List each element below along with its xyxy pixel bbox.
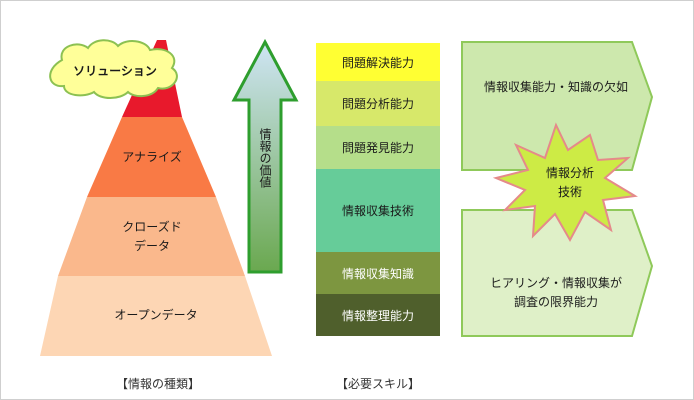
right-pentagon-bottom	[461, 209, 654, 337]
skill-problem-analysis: 問題分析能力	[316, 81, 440, 126]
caption-required-skills: 【必要スキル】	[335, 377, 420, 391]
pyramid-label-analyze: アナライズ	[122, 150, 182, 164]
analysis-burst	[492, 122, 638, 243]
right-pentagon-top	[461, 41, 654, 171]
solution-cloud	[49, 39, 178, 99]
value-up-arrow	[231, 38, 299, 274]
skill-info-gathering-technique: 情報収集技術	[316, 169, 440, 252]
skill-info-organization: 情報整理能力	[316, 294, 440, 336]
skill-problem-solving: 問題解決能力	[316, 43, 440, 81]
skill-info-gathering-knowledge: 情報収集知識	[316, 252, 440, 294]
right-top-text: 情報収集能力・知識の欠如	[483, 80, 628, 94]
right-bottom-text: ヒアリング・情報収集が 調査の限界能力	[489, 276, 622, 309]
pyramid-level-open	[40, 276, 272, 356]
arrow-label-information-value: 情報の価値	[258, 128, 272, 188]
skill-problem-discovery: 問題発見能力	[316, 126, 440, 169]
pyramid-label-open-data: オープンデータ	[114, 308, 198, 322]
pyramid-label-closed-data: クローズド データ	[122, 220, 182, 253]
pyramid-label-solution: ソリューション	[73, 64, 157, 78]
pyramid-level-closed	[58, 197, 245, 276]
burst-text: 情報分析 技術	[545, 166, 594, 199]
pyramid-level-analyze	[87, 117, 216, 197]
caption-info-types: 【情報の種類】	[115, 377, 200, 391]
